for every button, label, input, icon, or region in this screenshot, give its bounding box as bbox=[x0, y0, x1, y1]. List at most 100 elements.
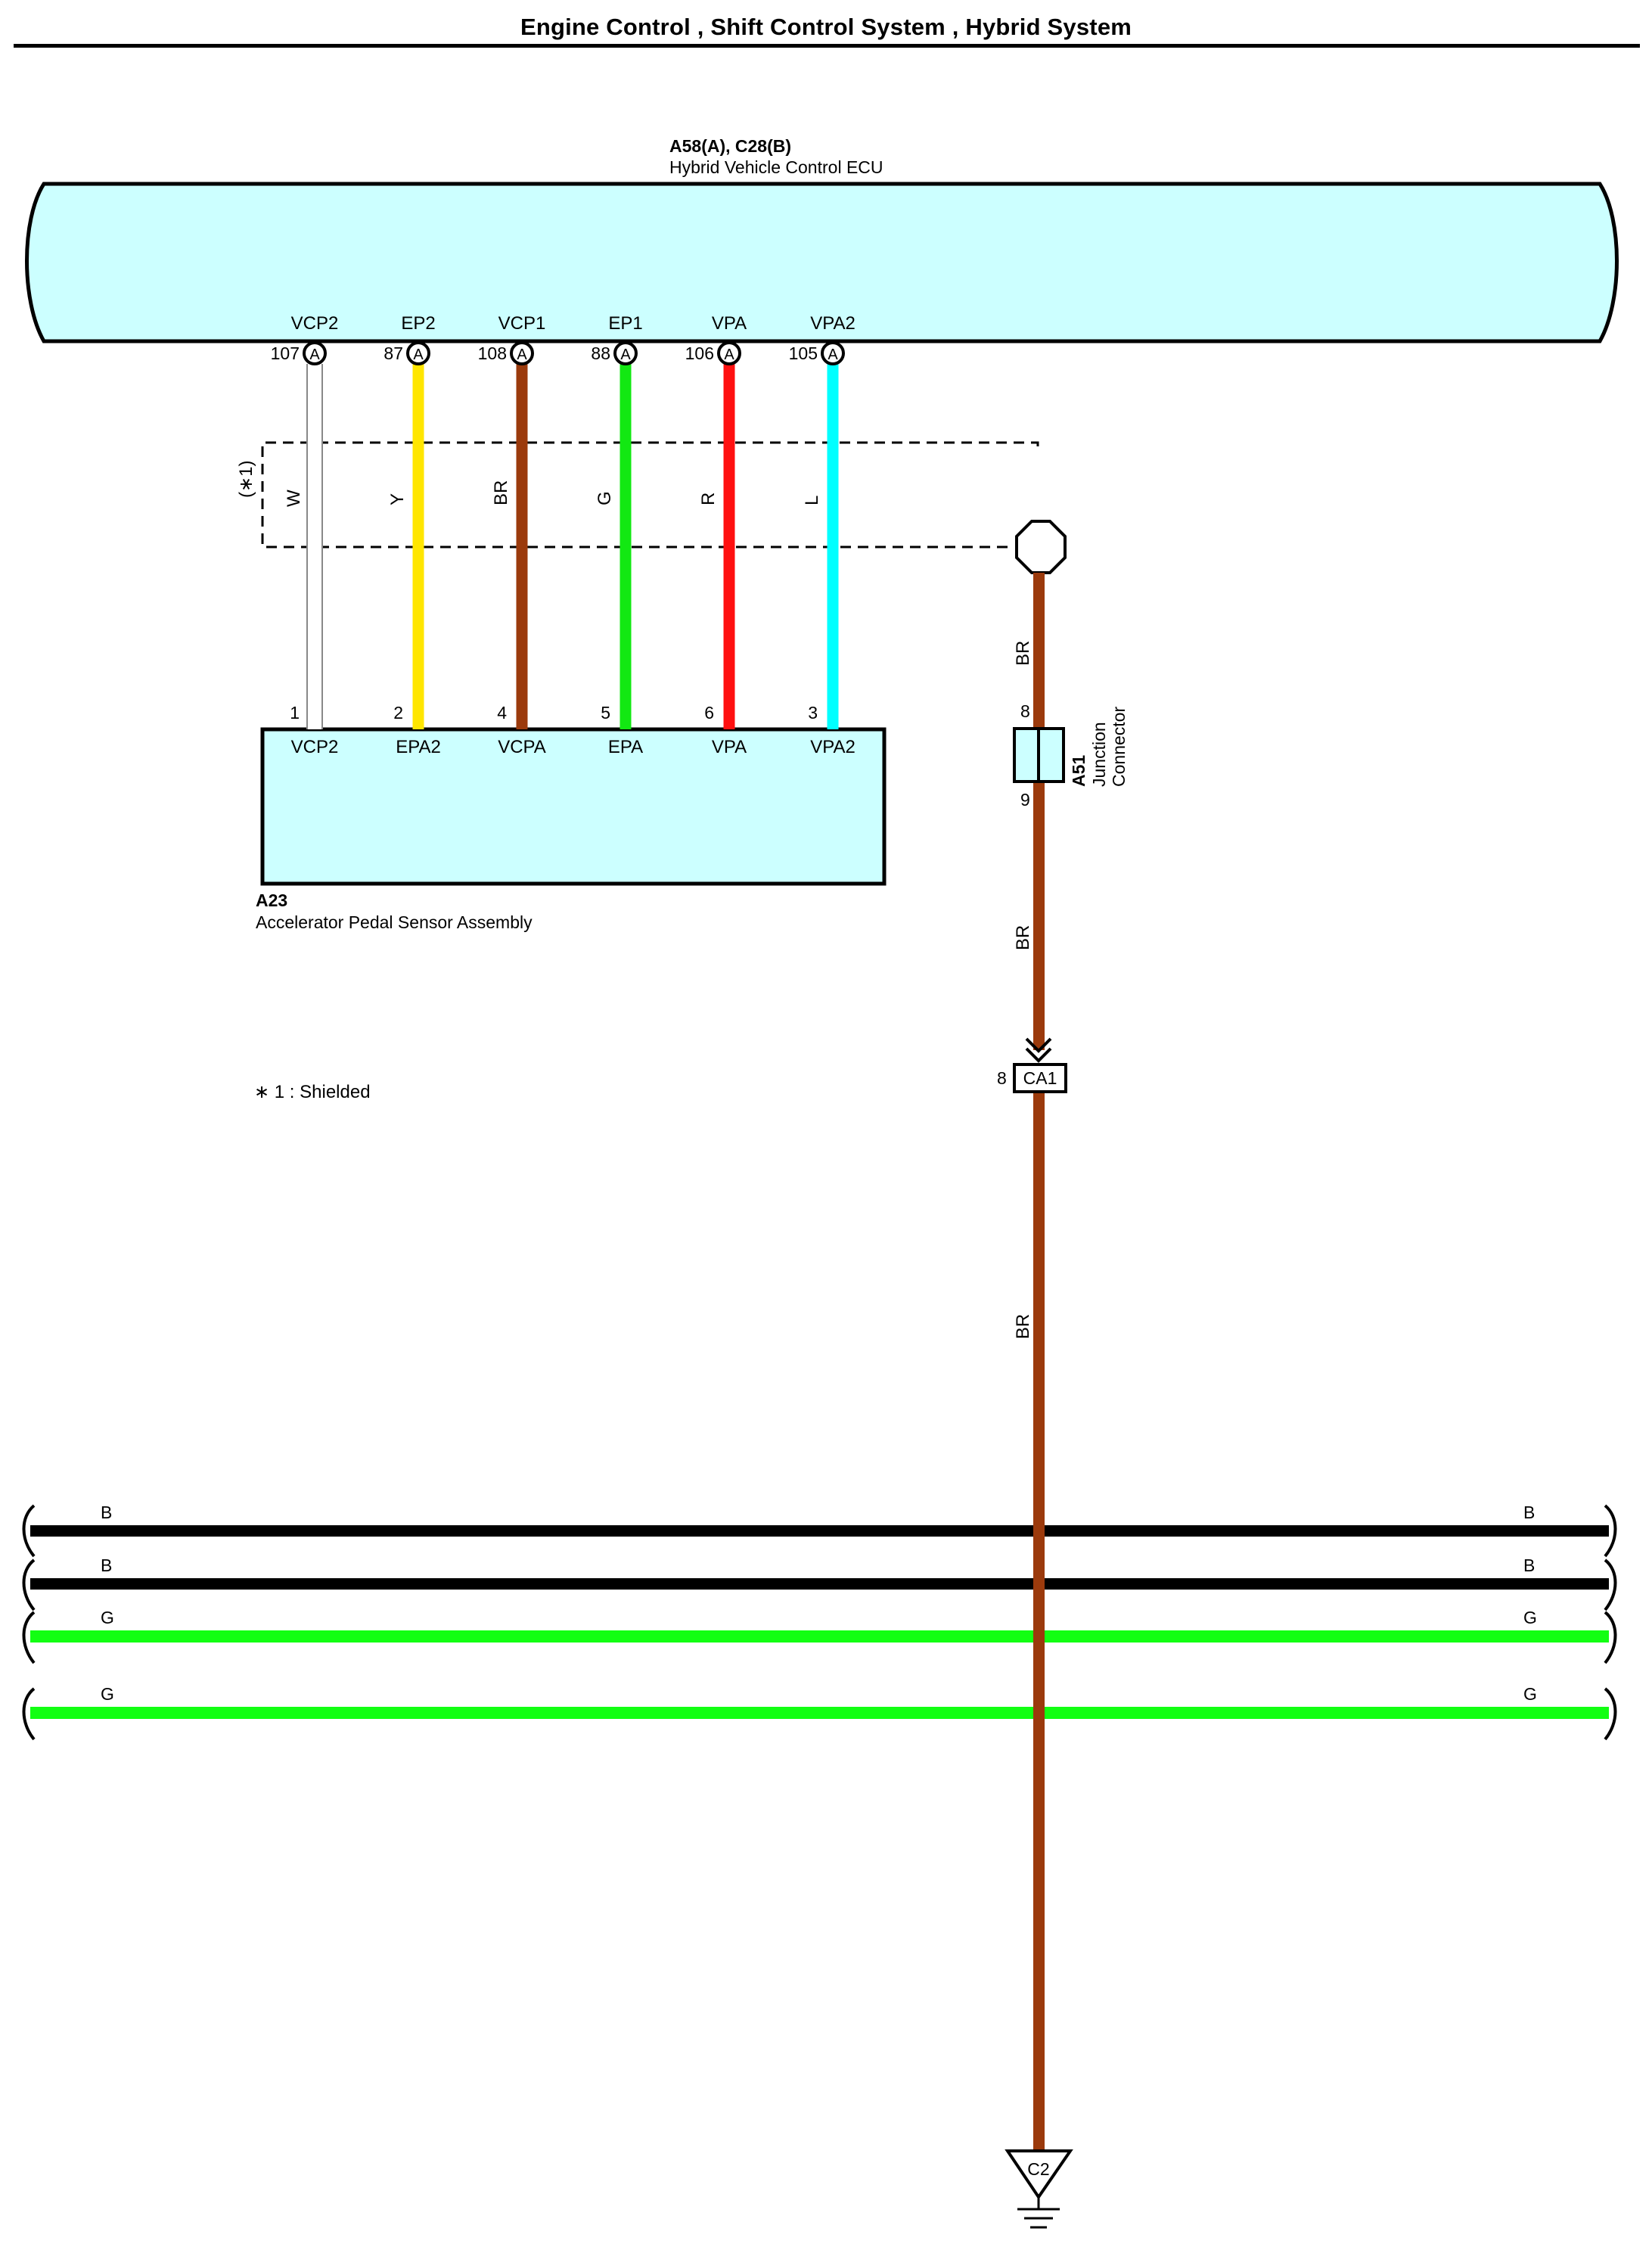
junction-pin-out: 9 bbox=[1020, 790, 1030, 810]
ecu-terminal-name-5: VPA2 bbox=[810, 313, 856, 334]
bus-wire-group: B B G G B B G G bbox=[22, 1503, 1617, 1741]
bus-label-left-3: G bbox=[101, 1608, 114, 1627]
ecu-terminal-name-4: VPA bbox=[712, 313, 747, 334]
sensor-pin-2: 4 bbox=[497, 703, 507, 723]
bus-break-left-2 bbox=[22, 1559, 36, 1611]
inline-connector-ca1 bbox=[1013, 1063, 1067, 1093]
ecu-terminal-pin-3: 88 bbox=[591, 343, 610, 363]
sensor-name: Accelerator Pedal Sensor Assembly bbox=[256, 912, 533, 932]
ecu-terminal-circle-2 bbox=[510, 341, 534, 365]
sensor-pin-3: 5 bbox=[601, 703, 610, 723]
bus-label-right-1: B bbox=[1523, 1503, 1535, 1522]
bus-wire-4 bbox=[30, 1707, 1609, 1719]
ecu-terminal-connector-1: A bbox=[413, 347, 424, 363]
wire-color-label-4: R bbox=[698, 493, 719, 505]
ecu-terminal-connector-5: A bbox=[828, 347, 838, 363]
wire-color-label-0: W bbox=[284, 489, 304, 507]
wire-color-label-2: BR bbox=[491, 480, 511, 505]
ecu-terminal-circle-1 bbox=[406, 341, 430, 365]
ecu-terminal-connector-4: A bbox=[724, 347, 734, 363]
junction-name-line2: Connector bbox=[1109, 707, 1129, 787]
ecu-terminal-pin-5: 105 bbox=[789, 343, 818, 363]
wire-3 bbox=[620, 364, 632, 729]
wire-color-label-3: G bbox=[595, 491, 615, 505]
ecu-terminal-name-3: EP1 bbox=[608, 313, 642, 334]
ecu-box bbox=[25, 182, 1619, 343]
bus-wire-2 bbox=[30, 1578, 1609, 1590]
wire-color-label-5: L bbox=[802, 496, 822, 505]
bus-break-right-4 bbox=[1604, 1687, 1617, 1741]
wire-color-label-1: Y bbox=[387, 493, 408, 505]
bus-wire-1 bbox=[30, 1525, 1609, 1537]
ground-wire-label-upper: BR bbox=[1013, 641, 1033, 666]
wire-1 bbox=[412, 364, 424, 729]
sensor-code: A23 bbox=[256, 890, 287, 910]
shield-outline bbox=[261, 441, 1039, 549]
circuit-layer: AVCP2107W1VCP2AEP287Y2EPA2AVCP1108BR4VCP… bbox=[271, 313, 856, 757]
junction-name-line1: Junction bbox=[1089, 722, 1109, 787]
ecu-terminal-pin-2: 108 bbox=[478, 343, 507, 363]
footnote: ∗ 1 : Shielded bbox=[254, 1082, 371, 1102]
bus-break-right-2 bbox=[1604, 1559, 1617, 1611]
wire-4 bbox=[723, 364, 735, 729]
ground-wire-label-middle: BR bbox=[1013, 925, 1033, 950]
bus-break-left-4 bbox=[22, 1687, 36, 1741]
shield-joint-octagon bbox=[1015, 520, 1067, 574]
wire-0 bbox=[307, 364, 322, 729]
sensor-terminal-name-0: VCP2 bbox=[291, 737, 339, 757]
sensor-terminal-name-1: EPA2 bbox=[396, 737, 441, 757]
ecu-terminal-circle-3 bbox=[613, 341, 638, 365]
ecu-terminal-connector-0: A bbox=[309, 347, 320, 363]
ground-wire-segment-1 bbox=[1033, 573, 1045, 735]
sensor-pin-5: 3 bbox=[808, 703, 818, 723]
bus-label-right-4: G bbox=[1523, 1684, 1537, 1704]
bus-label-right-3: G bbox=[1523, 1608, 1537, 1627]
sensor-terminal-name-4: VPA bbox=[712, 737, 747, 757]
ecu-terminal-circle-4 bbox=[717, 341, 741, 365]
sensor-pin-1: 2 bbox=[393, 703, 403, 723]
bus-label-left-4: G bbox=[101, 1684, 114, 1704]
bus-label-left-2: B bbox=[101, 1555, 112, 1575]
sensor-terminal-name-2: VCPA bbox=[498, 737, 546, 757]
bus-label-left-1: B bbox=[101, 1503, 112, 1522]
chevron-2 bbox=[1025, 1047, 1052, 1063]
ground-wire-segment-3 bbox=[1033, 1092, 1045, 2150]
junction-code: A51 bbox=[1069, 755, 1088, 787]
inline-connector-code: CA1 bbox=[1023, 1068, 1057, 1088]
ecu-terminal-connector-3: A bbox=[620, 347, 631, 363]
ecu-terminal-pin-0: 107 bbox=[271, 343, 300, 363]
sensor-pin-4: 6 bbox=[704, 703, 714, 723]
ground-point-triangle bbox=[1005, 2149, 1073, 2200]
bus-label-right-2: B bbox=[1523, 1555, 1535, 1575]
ground-run: BR BR BR 8 9 A51 Junction Connector CA1 … bbox=[997, 573, 1129, 2229]
inline-connector-pin: 8 bbox=[997, 1068, 1007, 1088]
wire-2 bbox=[516, 364, 528, 729]
wire-5 bbox=[827, 364, 839, 729]
ecu-terminal-connector-2: A bbox=[517, 347, 527, 363]
ecu-terminal-pin-1: 87 bbox=[384, 343, 403, 363]
sensor-box bbox=[260, 727, 887, 886]
ecu-code: A58(A), C28(B) bbox=[669, 136, 791, 156]
sensor-terminal-name-3: EPA bbox=[608, 737, 643, 757]
bus-wire-3 bbox=[30, 1630, 1609, 1643]
shield-label: (∗1) bbox=[236, 461, 256, 498]
sensor-pin-0: 1 bbox=[290, 703, 300, 723]
ecu-terminal-name-2: VCP1 bbox=[498, 313, 546, 334]
chevron-1 bbox=[1025, 1037, 1052, 1053]
ecu-terminal-name-1: EP2 bbox=[401, 313, 435, 334]
bus-break-left-3 bbox=[22, 1611, 36, 1664]
ecu-name: Hybrid Vehicle Control ECU bbox=[669, 157, 883, 177]
ground-wire-segment-2 bbox=[1033, 782, 1045, 1050]
bus-break-left-1 bbox=[22, 1504, 36, 1558]
junction-pin-in: 8 bbox=[1020, 701, 1030, 721]
ecu-terminal-name-0: VCP2 bbox=[291, 313, 339, 334]
ground-wire-label-lower: BR bbox=[1013, 1314, 1033, 1339]
ecu-terminal-circle-0 bbox=[303, 341, 327, 365]
title-rule bbox=[14, 44, 1640, 48]
sensor-terminal-name-5: VPA2 bbox=[810, 737, 856, 757]
bus-break-right-1 bbox=[1604, 1504, 1617, 1558]
bus-break-right-3 bbox=[1604, 1611, 1617, 1664]
ecu-terminal-circle-5 bbox=[821, 341, 845, 365]
ground-point-label: C2 bbox=[1027, 2159, 1049, 2179]
